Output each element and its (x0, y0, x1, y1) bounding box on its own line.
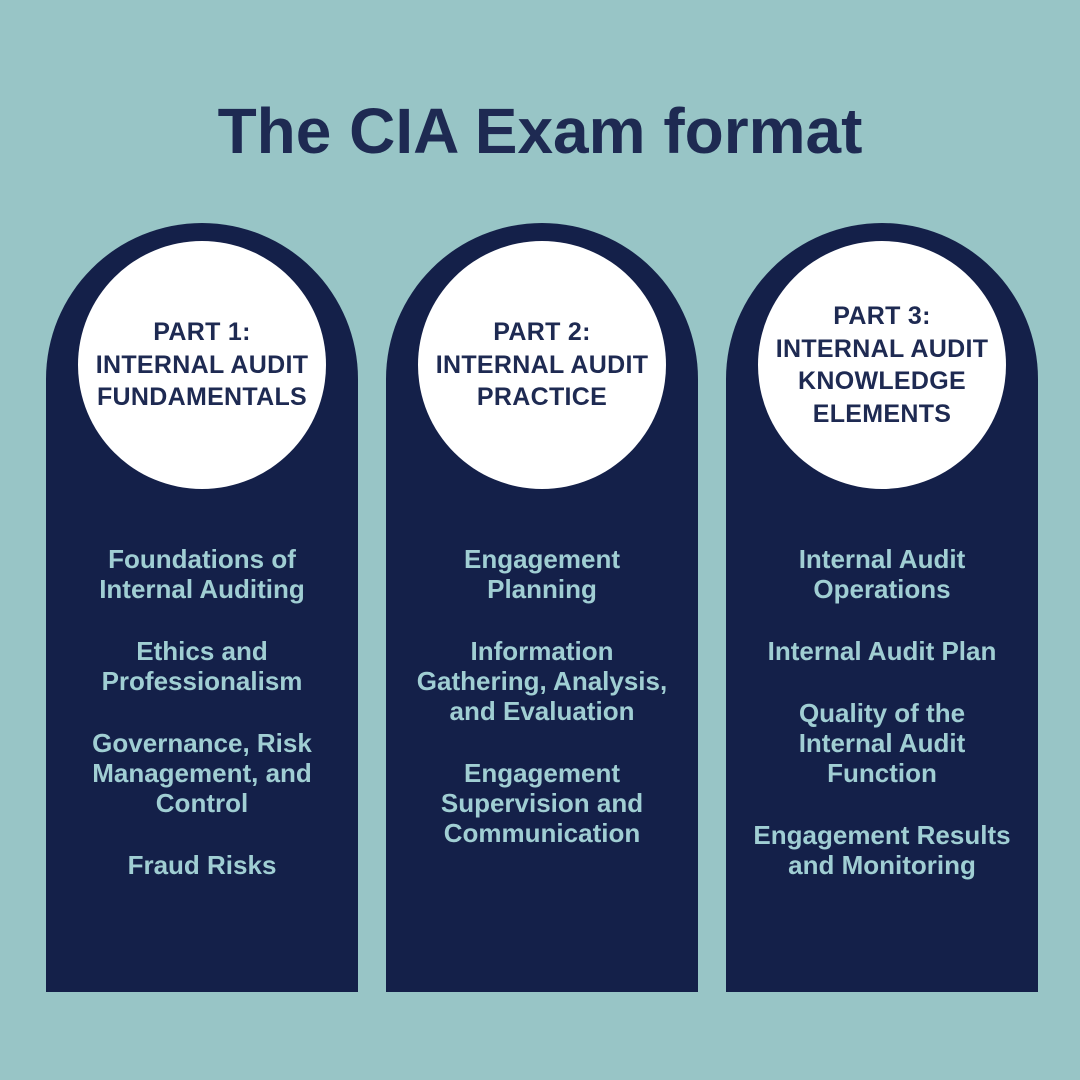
part-heading-line: FUNDAMENTALS (96, 383, 308, 412)
item-line: Gathering, Analysis, (416, 666, 668, 696)
page-title: The CIA Exam format (217, 95, 863, 167)
part-3-circle: PART 3: INTERNAL AUDIT KNOWLEDGE ELEMENT… (758, 241, 1006, 489)
part-heading-line: KNOWLEDGE (798, 367, 966, 395)
part-2-heading: PART 2: INTERNAL AUDIT PRACTICE (436, 316, 649, 414)
item-line: Engagement (463, 544, 621, 574)
item-line: Function (827, 758, 937, 788)
item-line: and Evaluation (449, 696, 635, 726)
item-line: Information (470, 636, 614, 666)
item-line: Engagement (463, 758, 621, 788)
item-line: Fraud Risks (127, 850, 277, 880)
item-line: Foundations of (108, 544, 296, 574)
syllabus-item: Internal Audit Operations (726, 544, 1038, 604)
part-heading-line: PART 1: (153, 318, 251, 347)
syllabus-item: Foundations of Internal Auditing (46, 544, 358, 604)
part-3-topics: Internal Audit Operations Internal Audit… (726, 544, 1038, 880)
item-line: Engagement Results (753, 820, 1011, 850)
syllabus-item: Information Gathering, Analysis, and Eva… (386, 636, 698, 726)
item-line: Professionalism (101, 666, 303, 696)
syllabus-item: Fraud Risks (46, 850, 358, 880)
part-heading-line: PRACTICE (476, 383, 608, 412)
part-heading-line: INTERNAL AUDIT (95, 350, 309, 379)
part-1-heading: PART 1: INTERNAL AUDIT FUNDAMENTALS (96, 316, 309, 414)
item-line: Internal Audit Plan (767, 636, 997, 666)
item-line: Internal Audit (798, 728, 966, 758)
item-line: Internal Audit (798, 544, 966, 574)
part-2-column: PART 2: INTERNAL AUDIT PRACTICE Engageme… (386, 223, 698, 992)
part-heading-line: INTERNAL AUDIT (775, 334, 989, 363)
item-line: and Monitoring (788, 850, 976, 880)
syllabus-item: Ethics and Professionalism (46, 636, 358, 696)
syllabus-item: Quality of the Internal Audit Function (726, 698, 1038, 788)
part-2-circle: PART 2: INTERNAL AUDIT PRACTICE (418, 241, 666, 489)
item-line: Supervision and (440, 788, 644, 818)
item-line: Internal Auditing (99, 574, 305, 604)
item-line: Planning (487, 574, 597, 604)
syllabus-item: Engagement Supervision and Communication (386, 758, 698, 848)
item-line: Operations (813, 574, 951, 604)
part-1-topics: Foundations of Internal Auditing Ethics … (46, 544, 358, 880)
item-line: Control (155, 788, 249, 818)
item-line: Management, and (92, 758, 312, 788)
part-2-topics: Engagement Planning Information Gatherin… (386, 544, 698, 848)
syllabus-item: Engagement Results and Monitoring (726, 820, 1038, 880)
item-line: Governance, Risk (92, 728, 312, 758)
part-heading-line: INTERNAL AUDIT (435, 350, 649, 379)
part-3-heading: PART 3: INTERNAL AUDIT KNOWLEDGE ELEMENT… (776, 300, 989, 430)
part-heading-line: PART 2: (493, 318, 591, 347)
columns-row: PART 1: INTERNAL AUDIT FUNDAMENTALS Foun… (46, 223, 1038, 992)
part-3-column: PART 3: INTERNAL AUDIT KNOWLEDGE ELEMENT… (726, 223, 1038, 992)
item-line: Quality of the (798, 698, 966, 728)
part-heading-line: ELEMENTS (812, 399, 952, 428)
part-1-column: PART 1: INTERNAL AUDIT FUNDAMENTALS Foun… (46, 223, 358, 992)
syllabus-item: Internal Audit Plan (726, 636, 1038, 666)
part-1-circle: PART 1: INTERNAL AUDIT FUNDAMENTALS (78, 241, 326, 489)
part-heading-line: PART 3: (833, 302, 931, 330)
syllabus-item: Governance, Risk Management, and Control (46, 728, 358, 818)
syllabus-item: Engagement Planning (386, 544, 698, 604)
item-line: Ethics and (136, 636, 268, 666)
item-line: Communication (443, 818, 641, 848)
